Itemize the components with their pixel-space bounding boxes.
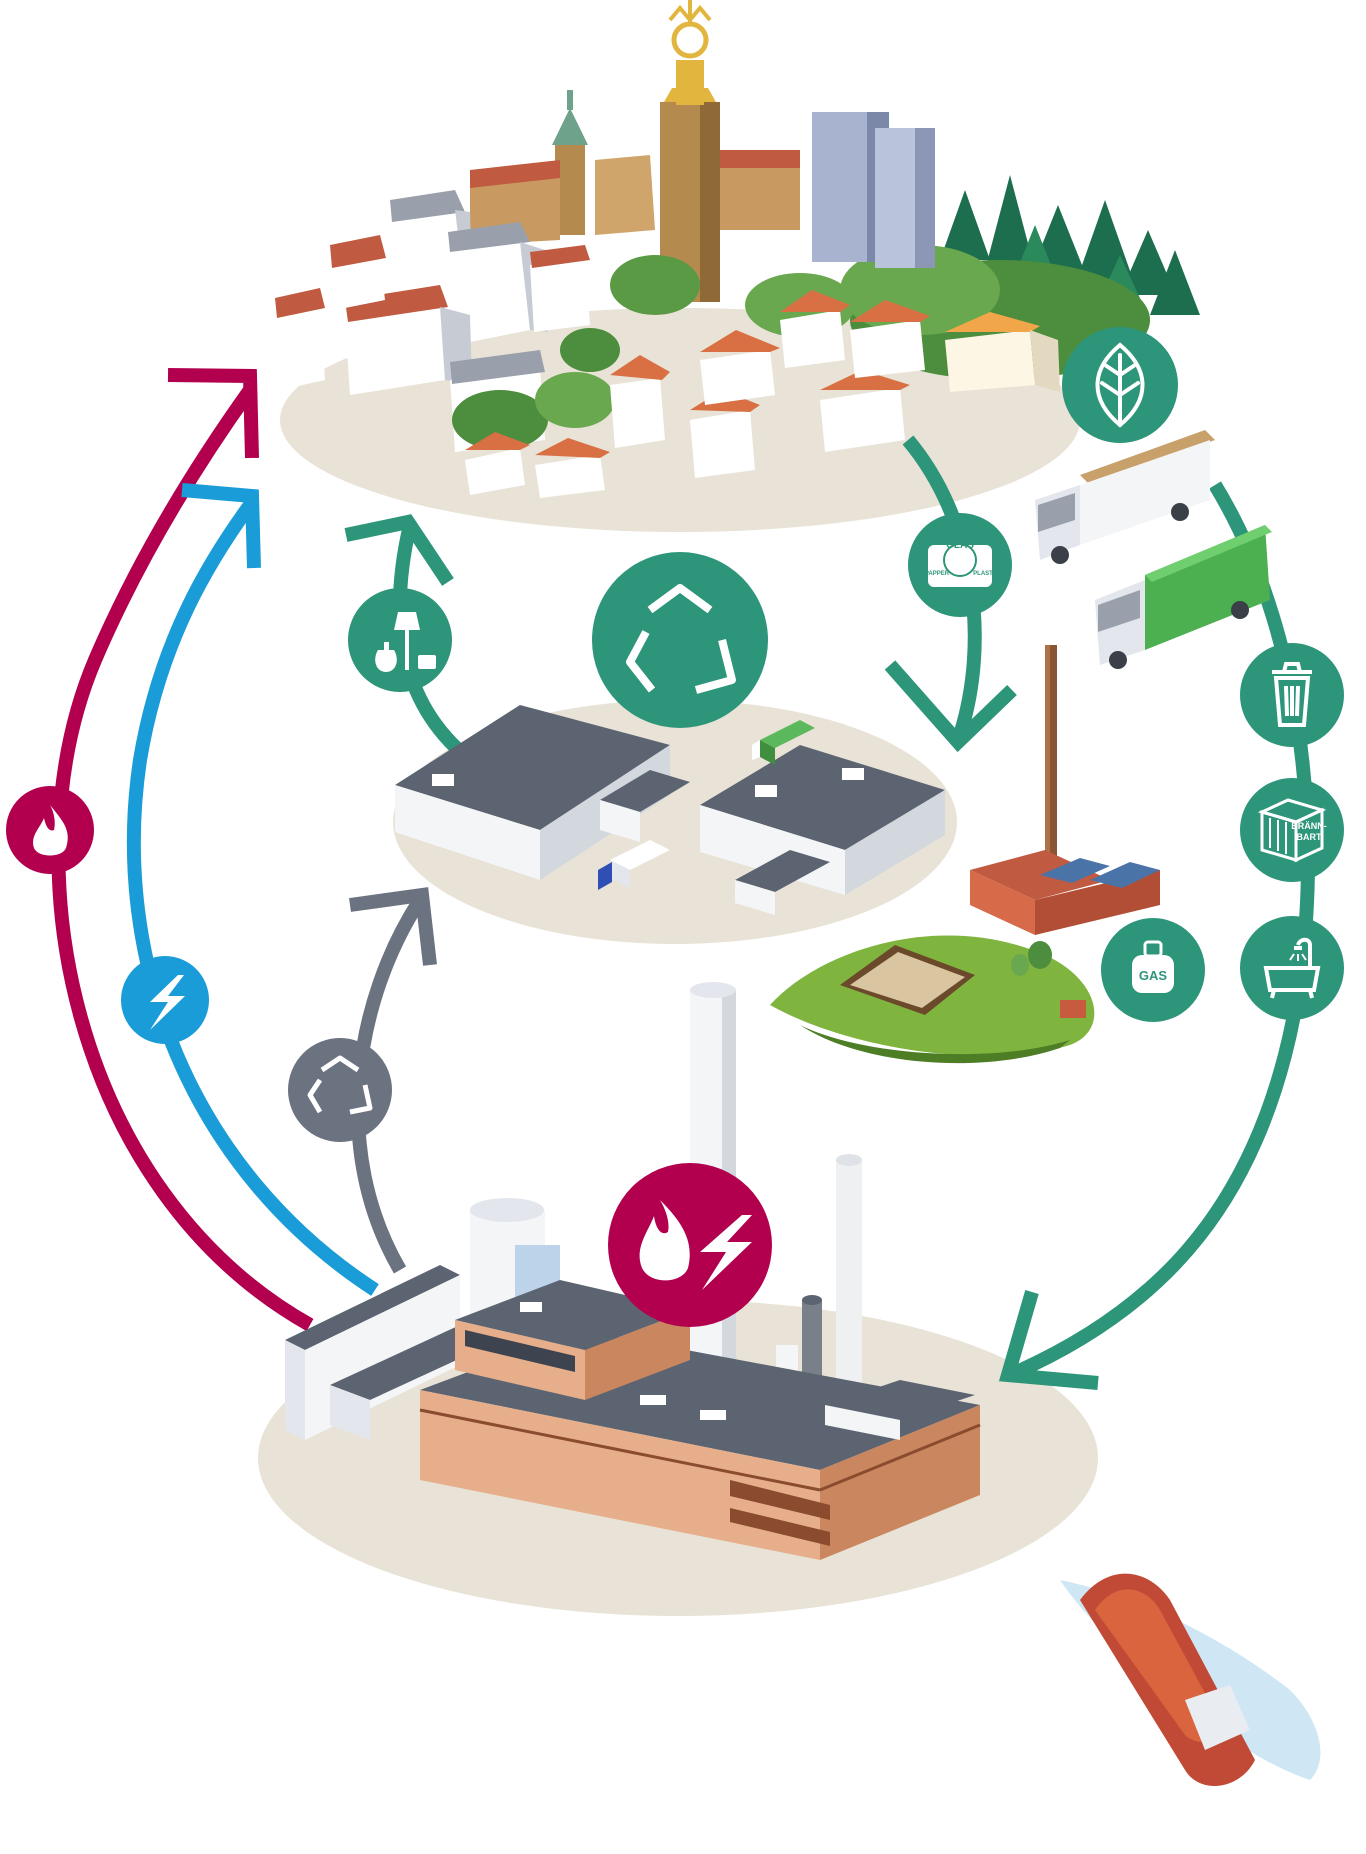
heat-arrow bbox=[51, 368, 314, 1332]
gas-bottle-icon: GAS bbox=[1132, 940, 1174, 993]
sewage-badge bbox=[1240, 916, 1344, 1020]
electricity-arrow bbox=[126, 483, 379, 1296]
flame-icon bbox=[33, 805, 68, 856]
flame-lightning-icon bbox=[639, 1200, 752, 1290]
garbage-truck-small bbox=[752, 720, 815, 765]
biofuel-badge bbox=[1062, 327, 1178, 443]
recycling-badge bbox=[592, 552, 768, 728]
reuse-badge bbox=[348, 588, 452, 692]
recycle-icon bbox=[307, 1055, 373, 1115]
container-icon: BRÄNN- BART bbox=[1257, 798, 1327, 863]
gas-label: GAS bbox=[1139, 968, 1168, 983]
ship-illustration bbox=[1060, 1573, 1321, 1787]
biofuel-truck bbox=[1035, 430, 1215, 564]
container-label-line2: BART bbox=[1297, 832, 1322, 842]
glass-towers bbox=[812, 112, 935, 268]
bin-label-papper: PAPPER bbox=[925, 571, 950, 577]
delivery-truck-small bbox=[598, 840, 670, 890]
recycling-centre-illustration bbox=[395, 705, 945, 915]
bathtub-shower-icon bbox=[1263, 937, 1321, 999]
city-illustration bbox=[275, 0, 1200, 498]
trash-badge bbox=[1240, 643, 1344, 747]
sorting-badge: GLAS PAPPER PLAST bbox=[908, 513, 1012, 617]
recycling-bin-icon: GLAS PAPPER PLAST bbox=[925, 540, 993, 587]
plant-badge bbox=[608, 1163, 772, 1327]
bin-label-plast: PLAST bbox=[973, 571, 993, 577]
trash-can-icon bbox=[1272, 662, 1312, 727]
waste-arrow bbox=[998, 481, 1315, 1390]
houses bbox=[465, 290, 1060, 498]
lightning-icon bbox=[150, 975, 185, 1030]
recycle-icon bbox=[626, 584, 736, 694]
container-label-line1: BRÄNN- bbox=[1291, 821, 1327, 831]
heat-badge bbox=[6, 786, 94, 874]
material-recycling-badge bbox=[288, 1038, 392, 1142]
garbage-truck bbox=[1095, 525, 1272, 669]
biogas-plant-illustration bbox=[970, 645, 1160, 935]
container-badge: BRÄNN- BART bbox=[1240, 778, 1344, 882]
bin-label-glas: GLAS bbox=[946, 540, 974, 551]
landfill-illustration bbox=[770, 935, 1095, 1064]
lamp-vase-camera-icon bbox=[375, 612, 436, 672]
gas-badge: GAS bbox=[1101, 918, 1205, 1022]
leaf-icon bbox=[1095, 342, 1145, 428]
electricity-badge bbox=[121, 956, 209, 1044]
